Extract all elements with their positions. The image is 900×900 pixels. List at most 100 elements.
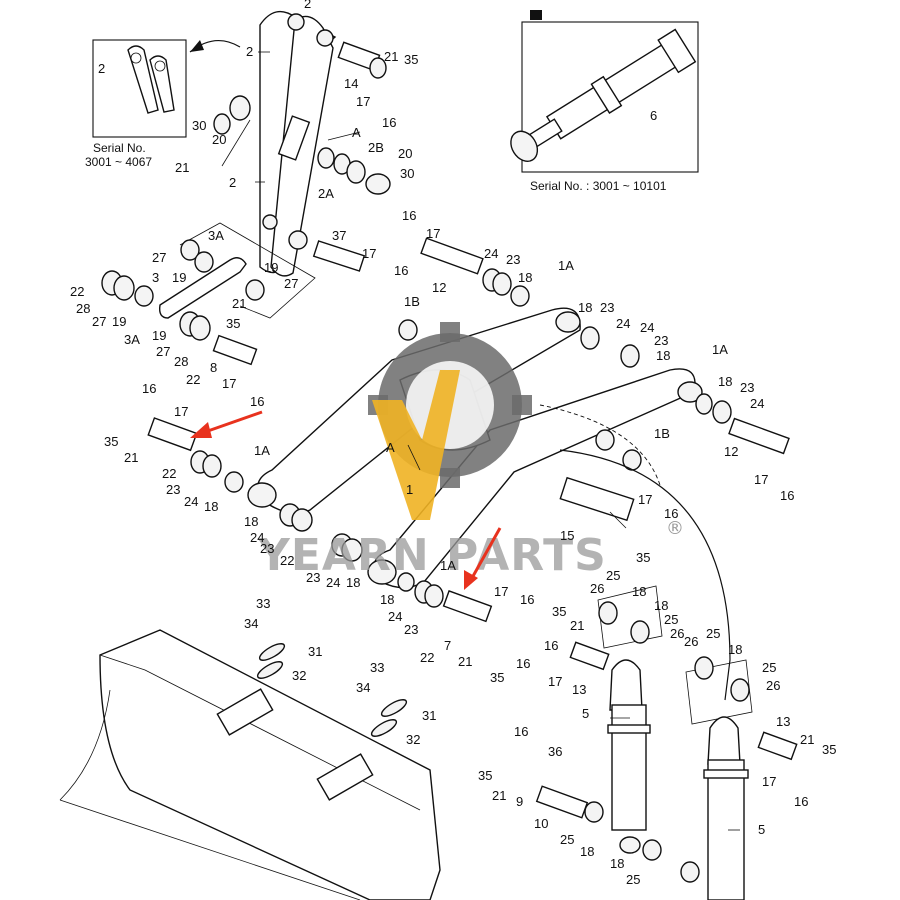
callout-16: 16	[544, 638, 558, 653]
callout-18: 18	[346, 575, 360, 590]
callout-23: 23	[654, 333, 668, 348]
callout-12: 12	[724, 444, 738, 459]
callout-22: 22	[70, 284, 84, 299]
callout-27: 27	[284, 276, 298, 291]
callout-24: 24	[388, 609, 402, 624]
callout-36: 36	[548, 744, 562, 759]
callout-24: 24	[484, 246, 498, 261]
callout-26: 26	[766, 678, 780, 693]
callout-30: 30	[400, 166, 414, 181]
bucket	[59, 629, 441, 900]
callout-19: 19	[112, 314, 126, 329]
callout-1A: 1A	[254, 443, 270, 458]
bellcrank-group	[101, 222, 316, 366]
callout-35: 35	[478, 768, 492, 783]
callout-32: 32	[406, 732, 420, 747]
callout-16: 16	[514, 724, 528, 739]
callout-21: 21	[492, 788, 506, 803]
callout-1A: 1A	[712, 342, 728, 357]
callout-16: 16	[780, 488, 794, 503]
callout-17: 17	[762, 774, 776, 789]
callout-28: 28	[174, 354, 188, 369]
callout-24: 24	[326, 575, 340, 590]
callout-18: 18	[654, 598, 668, 613]
callout-27: 27	[156, 344, 170, 359]
callout-35: 35	[490, 670, 504, 685]
callout-17: 17	[356, 94, 370, 109]
callout-15: 15	[560, 528, 574, 543]
callout-21: 21	[175, 160, 189, 175]
callout-21: 21	[458, 654, 472, 669]
callout-16: 16	[402, 208, 416, 223]
callout-18: 18	[580, 844, 594, 859]
callout-17: 17	[494, 584, 508, 599]
callout-1B: 1B	[654, 426, 670, 441]
callout-21: 21	[800, 732, 814, 747]
callout-13: 13	[572, 682, 586, 697]
callout-34: 34	[244, 616, 258, 631]
callout-8: 8	[210, 360, 217, 375]
callout-3A: 3A	[208, 228, 224, 243]
watermark-logo	[368, 322, 532, 520]
callout-1A: 1A	[558, 258, 574, 273]
callout-18: 18	[632, 584, 646, 599]
callout-1A: 1A	[440, 558, 456, 573]
inset-serial-right: 6 Serial No. : 3001 ~ 10101	[510, 10, 699, 193]
callout-30: 30	[192, 118, 206, 133]
callout-25: 25	[560, 832, 574, 847]
callout-17: 17	[754, 472, 768, 487]
callout-2B: 2B	[368, 140, 384, 155]
callout-22: 22	[162, 466, 176, 481]
callout-18: 18	[656, 348, 670, 363]
callout-13: 13	[776, 714, 790, 729]
callout-24: 24	[750, 396, 764, 411]
callout-18: 18	[728, 642, 742, 657]
callout-27: 27	[152, 250, 166, 265]
callout-21: 21	[384, 49, 398, 64]
callout-2A: 2A	[318, 186, 334, 201]
callout-35: 35	[104, 434, 118, 449]
callout-22: 22	[420, 650, 434, 665]
callout-25: 25	[626, 872, 640, 887]
callout-28: 28	[76, 301, 90, 316]
watermark-text: YEARN PARTS	[257, 530, 607, 581]
callout-23: 23	[740, 380, 754, 395]
callout-16: 16	[382, 115, 396, 130]
callout-2: 2	[304, 0, 311, 11]
callout-27: 27	[92, 314, 106, 329]
callout-23: 23	[306, 570, 320, 585]
upper-link	[213, 10, 391, 277]
callout-20: 20	[212, 132, 226, 147]
callout-16: 16	[794, 794, 808, 809]
callout-35: 35	[822, 742, 836, 757]
callout-24: 24	[640, 320, 654, 335]
serial-label-right: Serial No. : 3001 ~ 10101	[530, 179, 667, 193]
callout-21: 21	[124, 450, 138, 465]
watermark-reg: ®	[666, 518, 684, 539]
callout-19: 19	[172, 270, 186, 285]
callout-18: 18	[380, 592, 394, 607]
callout-18: 18	[244, 514, 258, 529]
callout-5: 5	[758, 822, 765, 837]
callout-labels: 2 2 2 14 21 35 17 16 A 2B 20 2A 30 30 20…	[70, 0, 836, 887]
callout-22: 22	[280, 553, 294, 568]
callout-16: 16	[250, 394, 264, 409]
callout-33: 33	[370, 660, 384, 675]
callout-23: 23	[506, 252, 520, 267]
callout-34: 34	[356, 680, 370, 695]
callout-2: 2	[246, 44, 253, 59]
callout-17: 17	[362, 246, 376, 261]
callout-21: 21	[232, 296, 246, 311]
callout-16: 16	[664, 506, 678, 521]
callout-A: A	[386, 440, 395, 455]
callout-18: 18	[718, 374, 732, 389]
callout-21: 21	[570, 618, 584, 633]
callout-24: 24	[184, 494, 198, 509]
callout-35: 35	[404, 52, 418, 67]
callout-26: 26	[670, 626, 684, 641]
callout-7: 7	[444, 638, 451, 653]
callout-1: 1	[406, 482, 413, 497]
callout-1B: 1B	[404, 294, 420, 309]
callout-22: 22	[186, 372, 200, 387]
callout-25: 25	[606, 568, 620, 583]
